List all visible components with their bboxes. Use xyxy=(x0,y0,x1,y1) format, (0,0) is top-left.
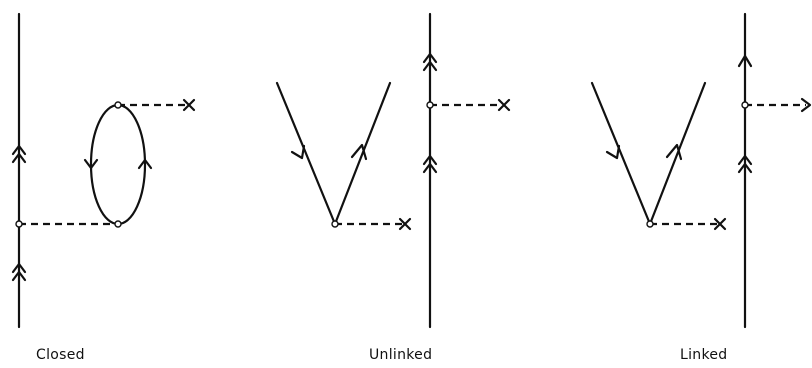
linked-upper-arrow-icon xyxy=(737,54,753,68)
unlinked-vertex-bottom xyxy=(331,220,339,228)
unlinked-right-arrow-icon xyxy=(350,143,368,161)
unlinked-lower-x-mark-icon xyxy=(398,217,412,231)
unlinked-diagram xyxy=(275,12,511,329)
linked-vertex-bottom xyxy=(646,220,654,228)
linked-diagram xyxy=(590,12,812,329)
caption-unlinked: Unlinked xyxy=(369,347,433,363)
closed-loop-down-arrow-icon xyxy=(83,158,99,170)
caption-closed: Closed xyxy=(36,347,85,363)
closed-diagram xyxy=(11,12,196,329)
linked-left-branch xyxy=(590,81,652,226)
linked-vertex-side xyxy=(741,101,749,109)
unlinked-right-branch xyxy=(333,81,392,226)
closed-loop-up-arrow-icon xyxy=(137,158,153,170)
closed-upper-double-arrow-icon xyxy=(11,144,27,164)
closed-vertex-left xyxy=(15,220,23,228)
closed-vertex-top xyxy=(114,101,122,109)
closed-x-mark-icon xyxy=(182,98,196,112)
closed-lower-double-arrow-icon xyxy=(11,262,27,282)
unlinked-upper-x-mark-icon xyxy=(497,98,511,112)
linked-lower-x-mark-icon xyxy=(713,217,727,231)
linked-right-branch xyxy=(648,81,707,226)
unlinked-vertex-side xyxy=(426,101,434,109)
unlinked-upper-double-arrow-icon xyxy=(422,52,438,72)
linked-right-arrow-icon xyxy=(665,143,683,161)
closed-vertex-bottom xyxy=(114,220,122,228)
unlinked-left-arrow-icon xyxy=(290,144,306,160)
unlinked-left-branch xyxy=(275,81,337,226)
linked-lower-double-arrow-icon xyxy=(737,154,753,174)
unlinked-lower-double-arrow-icon xyxy=(422,154,438,174)
caption-linked: Linked xyxy=(680,347,728,363)
linked-left-arrow-icon xyxy=(605,144,621,160)
closed-loop xyxy=(89,103,147,226)
linked-side-arrow-icon xyxy=(800,97,812,113)
